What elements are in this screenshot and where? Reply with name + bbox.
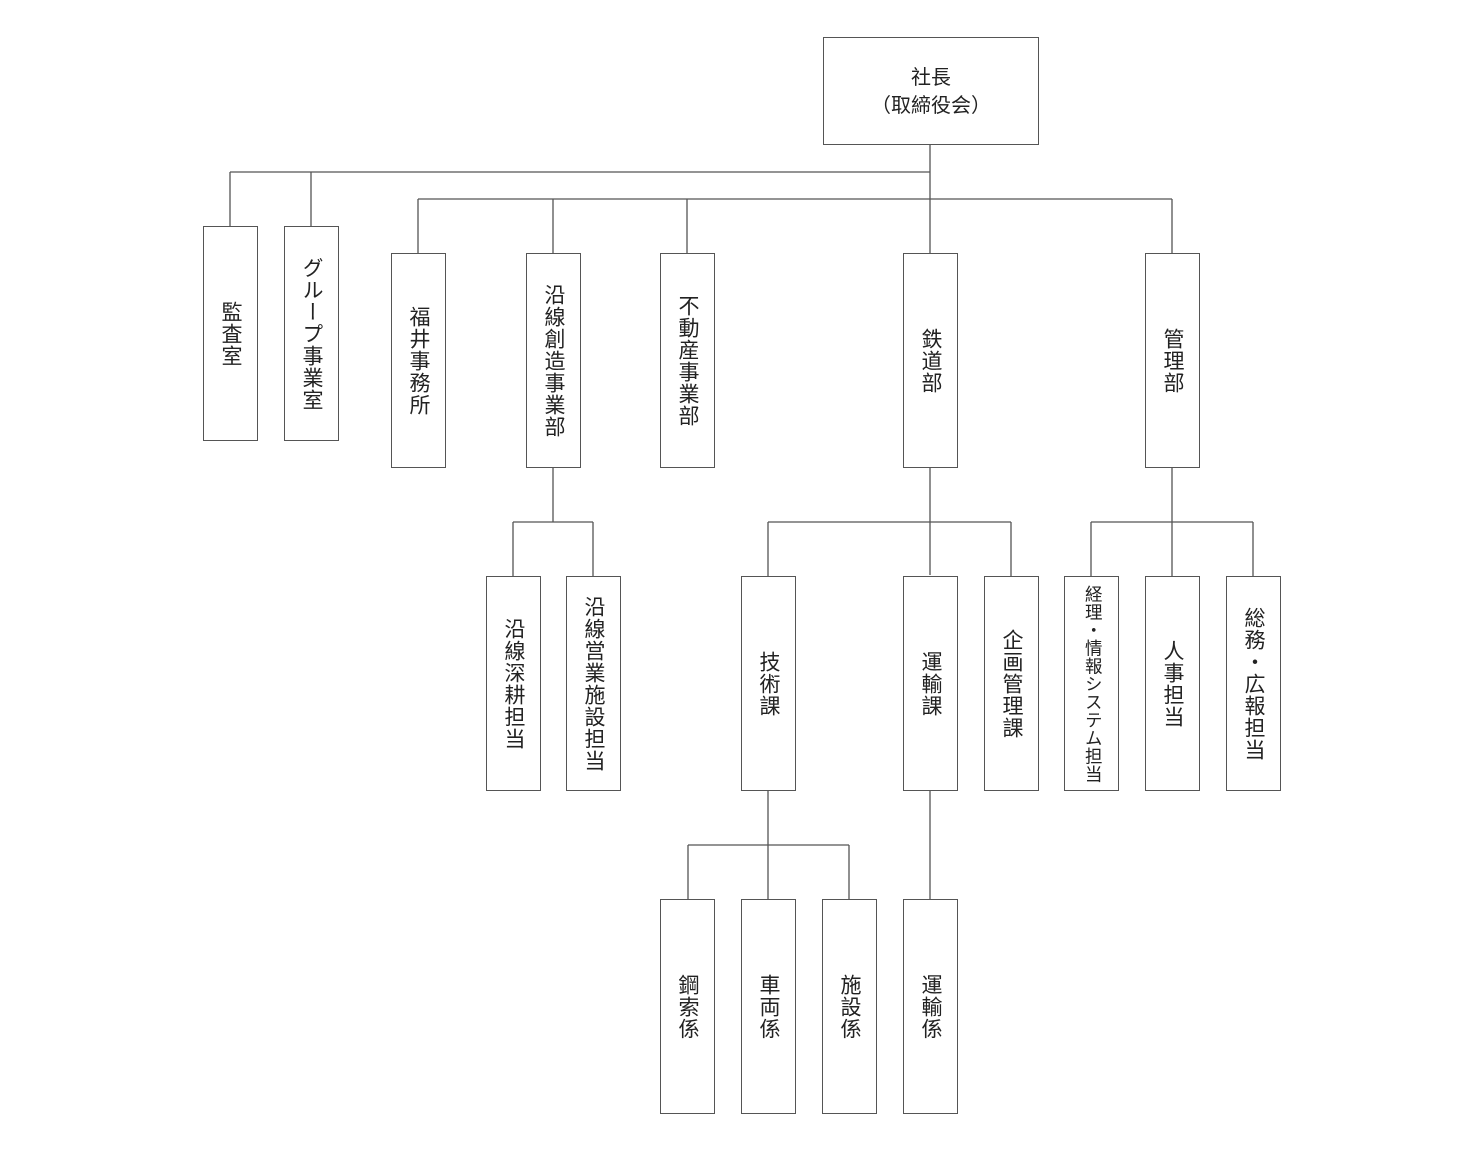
node-label: 経理・情報システム担当 xyxy=(1082,584,1103,783)
node-group: グループ事業室 xyxy=(284,226,339,441)
node-shisetsu: 施設係 xyxy=(822,899,877,1114)
node-label: 総務・広報担当 xyxy=(1242,606,1266,761)
node-unyu-kakari: 運輸係 xyxy=(903,899,958,1114)
node-somu: 総務・広報担当 xyxy=(1226,576,1281,791)
node-label: 沿線創造事業部 xyxy=(542,283,566,438)
node-label: 鋼索係 xyxy=(676,973,700,1040)
node-kosaku: 鋼索係 xyxy=(660,899,715,1114)
node-label: 車両係 xyxy=(757,973,781,1040)
node-label: 技術課 xyxy=(757,650,781,717)
node-jinji: 人事担当 xyxy=(1145,576,1200,791)
node-shinko: 沿線深耕担当 xyxy=(486,576,541,791)
node-gijutsu: 技術課 xyxy=(741,576,796,791)
node-label: 沿線営業施設担当 xyxy=(582,595,606,772)
node-label: 人事担当 xyxy=(1161,639,1185,728)
node-label: 不動産事業部 xyxy=(676,294,700,427)
node-keiri: 経理・情報システム担当 xyxy=(1064,576,1119,791)
node-tetsudo: 鉄道部 xyxy=(903,253,958,468)
node-label: 施設係 xyxy=(838,973,862,1040)
node-president: 社長 （取締役会） xyxy=(823,37,1039,145)
node-kanri: 管理部 xyxy=(1145,253,1200,468)
node-fudosan: 不動産事業部 xyxy=(660,253,715,468)
node-label: 運輸課 xyxy=(919,650,943,717)
president-subtitle: （取締役会） xyxy=(871,93,991,117)
node-label: 鉄道部 xyxy=(919,327,943,394)
node-label: 企画管理課 xyxy=(1000,628,1024,739)
node-label: 沿線深耕担当 xyxy=(502,617,526,750)
node-kikaku: 企画管理課 xyxy=(984,576,1039,791)
node-unyu: 運輸課 xyxy=(903,576,958,791)
node-label: 福井事務所 xyxy=(407,305,431,416)
node-sharyo: 車両係 xyxy=(741,899,796,1114)
node-kansa: 監査室 xyxy=(203,226,258,441)
node-label: 管理部 xyxy=(1161,327,1185,394)
node-eigyo: 沿線営業施設担当 xyxy=(566,576,621,791)
node-label: グループ事業室 xyxy=(300,256,324,411)
node-fukui: 福井事務所 xyxy=(391,253,446,468)
node-ensen-sozo: 沿線創造事業部 xyxy=(526,253,581,468)
president-title: 社長 xyxy=(911,65,951,89)
node-label: 監査室 xyxy=(219,300,243,367)
node-label: 運輸係 xyxy=(919,973,943,1040)
